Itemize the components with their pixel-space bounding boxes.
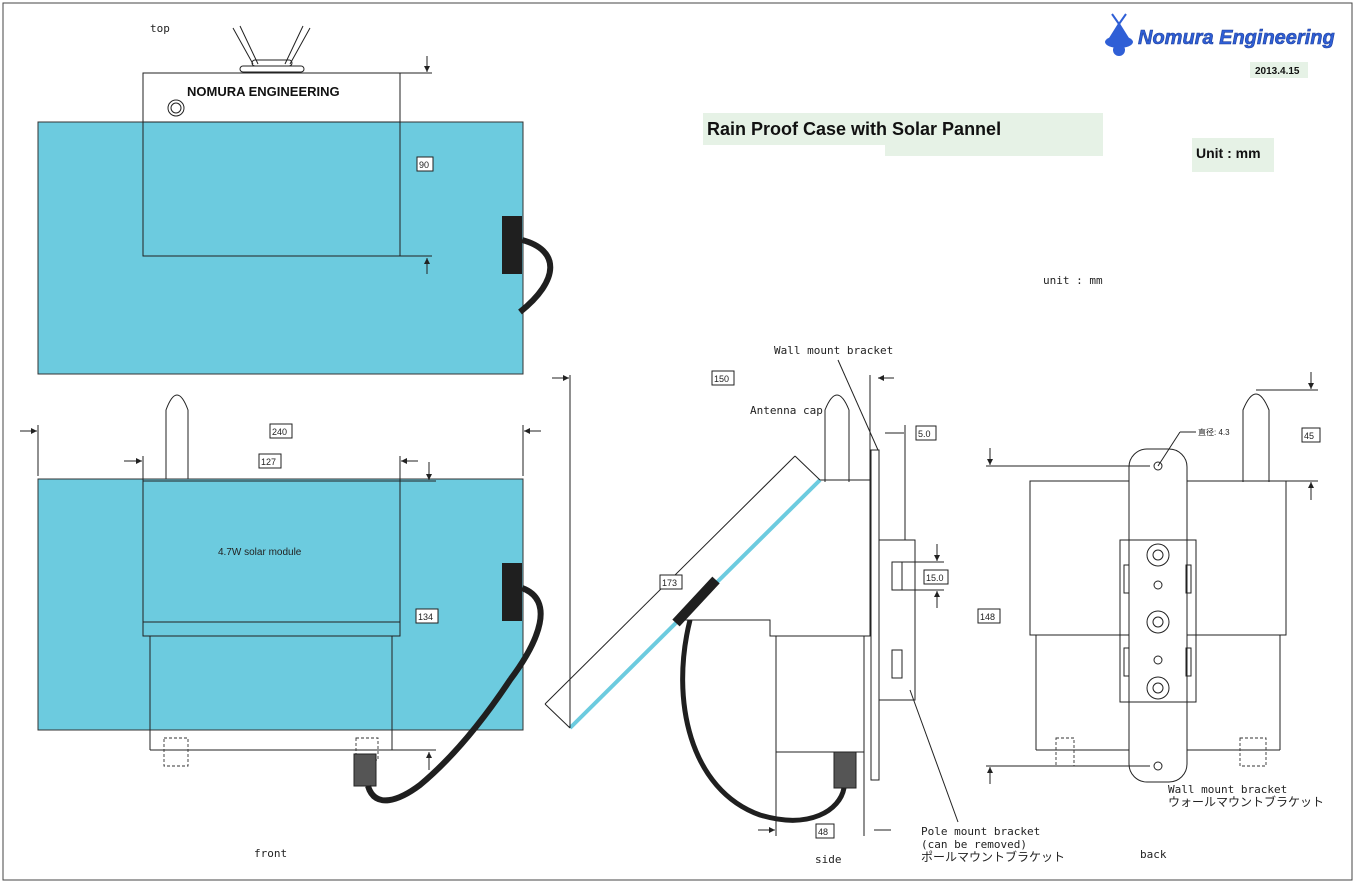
- dim-back-antenna: 45: [1304, 431, 1314, 441]
- dim-module-width: 127: [261, 457, 276, 467]
- antenna-connector: [232, 25, 311, 73]
- solar-module-label: 4.7W solar module: [218, 547, 302, 558]
- dim-hole-diameter: 直径: 4.3: [1198, 427, 1230, 437]
- wall-bracket-label-back: Wall mount bracket: [1168, 783, 1287, 796]
- cable-gland-top: [502, 216, 522, 274]
- top-view: top NOMURA ENGINEERING 90: [37, 22, 554, 375]
- dim-side-depth: 150: [714, 374, 729, 384]
- solar-panel-front: [37, 478, 524, 731]
- dim-back-height: 148: [980, 612, 995, 622]
- case-top: [142, 72, 401, 124]
- unit-note: unit : mm: [1043, 274, 1103, 287]
- wall-bracket-label-jp: ウォールマウントブラケット: [1168, 794, 1324, 809]
- side-view-label: side: [815, 853, 842, 866]
- wall-mount-bracket: [1128, 448, 1188, 783]
- dim-slot: 15.0: [926, 573, 944, 583]
- case-outline-top: [142, 121, 401, 257]
- side-view: Wall mount bracket Antenna cap 173 150: [544, 344, 1065, 866]
- cable-front: [365, 585, 544, 804]
- drawing-title: Rain Proof Case with Solar Pannel: [707, 119, 1001, 139]
- unit-label: Unit : mm: [1196, 145, 1261, 161]
- dim-front-height: 134: [418, 612, 433, 622]
- dim-front-width: 240: [272, 427, 287, 437]
- pole-bracket-note: (can be removed): [921, 838, 1027, 851]
- pole-mount-bracket: [878, 539, 916, 701]
- dim-bottom: 48: [818, 827, 828, 837]
- nomura-logo: Nomura Engineering 2013.4.15: [1105, 13, 1335, 78]
- buoy-icon: [1105, 13, 1133, 56]
- cable-top: [518, 237, 554, 315]
- dim-bracket-thickness: 5.0: [918, 429, 931, 439]
- wall-bracket-label-side: Wall mount bracket: [774, 344, 893, 357]
- front-view: 4.7W solar module 240 127 134: [20, 394, 544, 860]
- drawing-date: 2013.4.15: [1255, 66, 1300, 77]
- pole-bracket-label: Pole mount bracket: [921, 825, 1040, 838]
- antenna-front: [165, 394, 189, 480]
- cable-side: [680, 619, 847, 823]
- top-view-label: top: [150, 22, 170, 35]
- dim-top-height: 90: [419, 160, 429, 170]
- solar-panel-top: [37, 121, 524, 375]
- back-view: 直径: 4.3 45 148 Wall mount bracket ウォールマウ…: [977, 372, 1324, 861]
- antenna-side: [824, 394, 850, 482]
- antenna-cap-label: Antenna cap: [750, 404, 823, 417]
- antenna-back: [1242, 393, 1270, 482]
- back-view-label: back: [1140, 848, 1167, 861]
- case-brand-label: NOMURA ENGINEERING: [187, 84, 340, 99]
- logo-text: Nomura Engineering: [1138, 27, 1335, 49]
- front-view-label: front: [254, 847, 287, 860]
- dim-panel-diagonal: 173: [662, 578, 677, 588]
- pole-bracket-label-jp: ポールマウントブラケット: [921, 849, 1065, 864]
